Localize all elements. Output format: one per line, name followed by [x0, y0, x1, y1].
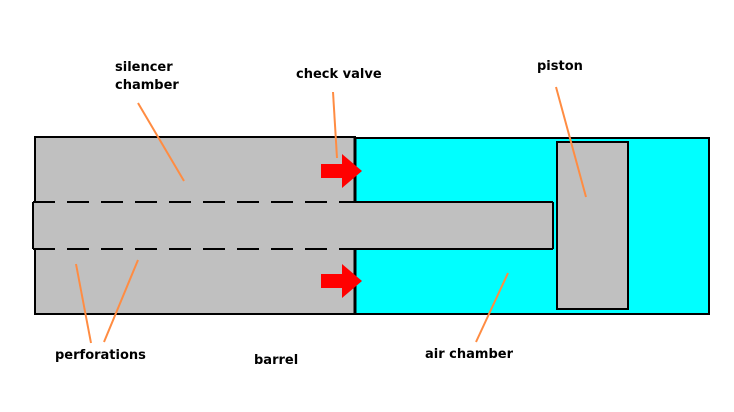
leader-air-chamber — [475, 272, 509, 343]
label-perforations: perforations — [55, 348, 146, 363]
leader-check-valve — [332, 91, 338, 159]
leader-perforations-left — [75, 263, 92, 344]
label-silencer-line1: silencer — [115, 60, 173, 75]
barrel-outline — [32, 201, 554, 250]
label-piston: piston — [537, 59, 583, 74]
arrow-lower-icon — [321, 264, 362, 298]
leader-piston — [555, 86, 587, 198]
leader-lines — [75, 86, 587, 344]
leader-perforations-right — [103, 259, 139, 343]
piston — [556, 141, 629, 310]
arrow-upper-icon — [321, 154, 362, 188]
label-air-chamber: air chamber — [425, 347, 514, 362]
label-silencer-line2: chamber — [115, 78, 179, 93]
leader-silencer — [137, 102, 185, 182]
barrel — [33, 203, 553, 249]
label-barrel: barrel — [254, 353, 298, 368]
check-valve-arrows — [321, 154, 362, 298]
label-check-valve: check valve — [296, 67, 382, 82]
